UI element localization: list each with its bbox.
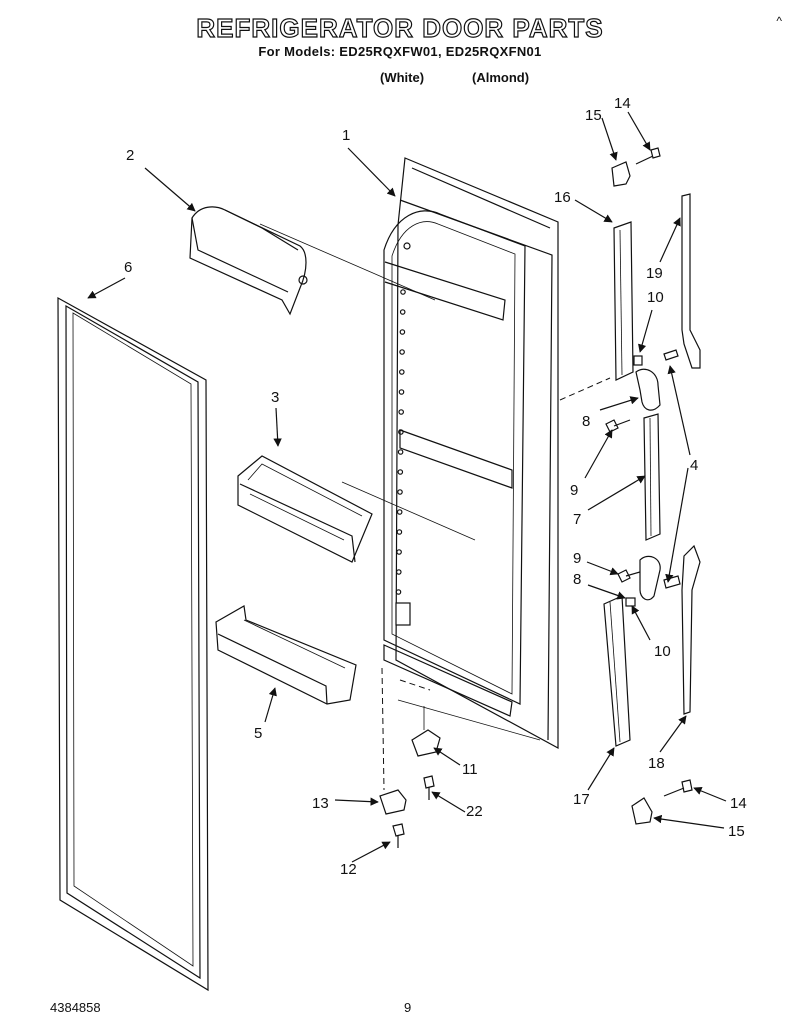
- callout-16: 16: [554, 189, 571, 206]
- callout-18: 18: [648, 755, 665, 772]
- hinge-cap-part-15-upper: [611, 161, 631, 187]
- screw-part-14-upper: [635, 147, 661, 165]
- screw-part-9-lower: [617, 569, 641, 583]
- model-numbers: For Models: ED25RQXFW01, ED25RQXFN01: [258, 44, 542, 59]
- callout-14-lower: 14: [730, 795, 747, 812]
- breaker-strip-part-17: [603, 595, 631, 747]
- callout-10-upper: 10: [647, 289, 664, 306]
- screw-part-22: [423, 775, 435, 800]
- callout-22: 22: [466, 803, 483, 820]
- liner-dimple: [399, 329, 406, 335]
- liner-dimple: [399, 349, 405, 355]
- callout-11: 11: [462, 761, 478, 778]
- corner-mark: ^: [776, 14, 782, 28]
- door-bin-part-3: [237, 455, 476, 563]
- callout-17: 17: [573, 791, 590, 808]
- liner-dimple: [398, 369, 405, 375]
- callout-15-upper: 15: [585, 107, 602, 124]
- liner-dimple: [397, 469, 404, 475]
- page-title: REFRIGERATOR DOOR PARTS: [196, 13, 604, 43]
- screw-part-9-upper: [605, 419, 631, 433]
- callout-9-lower: 9: [573, 550, 581, 567]
- screw-part-12: [392, 823, 405, 848]
- callout-1: 1: [342, 127, 350, 144]
- callout-19: 19: [646, 265, 663, 282]
- document-number: 4384858: [50, 1000, 101, 1015]
- liner-dimple: [396, 549, 402, 555]
- liner-dimple: [397, 449, 404, 455]
- page-header: REFRIGERATOR DOOR PARTS For Models: ED25…: [0, 13, 800, 59]
- liner-dimples: [395, 289, 406, 595]
- callout-10-lower: 10: [654, 643, 671, 660]
- liner-dimple: [398, 429, 404, 435]
- color-white-label: (White): [380, 70, 425, 85]
- callout-4: 4: [690, 457, 698, 474]
- liner-dimple: [396, 529, 403, 535]
- alignment-lines: [381, 377, 611, 791]
- liner-dimple: [399, 309, 406, 315]
- door-shelf-part-5: [215, 605, 357, 705]
- callout-5: 5: [254, 725, 262, 742]
- liner-dimple: [395, 589, 402, 595]
- liner-dimple: [398, 389, 405, 395]
- door-gasket-part-6: [57, 296, 209, 992]
- breaker-strip-part-7: [643, 413, 661, 541]
- hinge-upper-part-8: [633, 349, 679, 411]
- liner-dimple: [398, 409, 405, 415]
- liner-dimple: [397, 489, 403, 495]
- callout-9-upper: 9: [570, 482, 578, 499]
- callout-12: 12: [340, 861, 357, 878]
- callout-8-upper: 8: [582, 413, 590, 430]
- callout-6: 6: [124, 259, 132, 276]
- door-trim-part-18: [681, 544, 701, 715]
- door-trim-part-19: [681, 193, 701, 369]
- hinge-cap-part-15-lower: [631, 797, 653, 825]
- liner-dimple: [396, 509, 403, 515]
- liner-dimple: [395, 569, 402, 575]
- callout-labels: 1 2 3 4 5 6 7 8 8 9 9 10 10 11 12 13 14 …: [124, 95, 747, 878]
- page-number: 9: [404, 1000, 412, 1015]
- callout-14-upper: 14: [614, 95, 631, 112]
- hinge-lower-part-8: [625, 555, 681, 607]
- door-liner-part-1: [383, 157, 559, 750]
- color-almond-label: (Almond): [472, 70, 530, 85]
- shelf-cover-part-2: [189, 206, 436, 316]
- callout-3: 3: [271, 389, 279, 406]
- callout-2: 2: [126, 147, 134, 164]
- callout-13: 13: [312, 795, 329, 812]
- liner-dimple: [400, 289, 406, 295]
- callout-8-lower: 8: [573, 571, 581, 588]
- bracket-part-11: [411, 706, 441, 757]
- callout-15-lower: 15: [728, 823, 745, 840]
- screw-part-14-lower: [663, 779, 693, 797]
- leader-arrows: [87, 111, 727, 863]
- callout-7: 7: [573, 511, 581, 528]
- breaker-strip-part-16: [613, 221, 634, 381]
- hinge-pin-part-13: [379, 789, 407, 815]
